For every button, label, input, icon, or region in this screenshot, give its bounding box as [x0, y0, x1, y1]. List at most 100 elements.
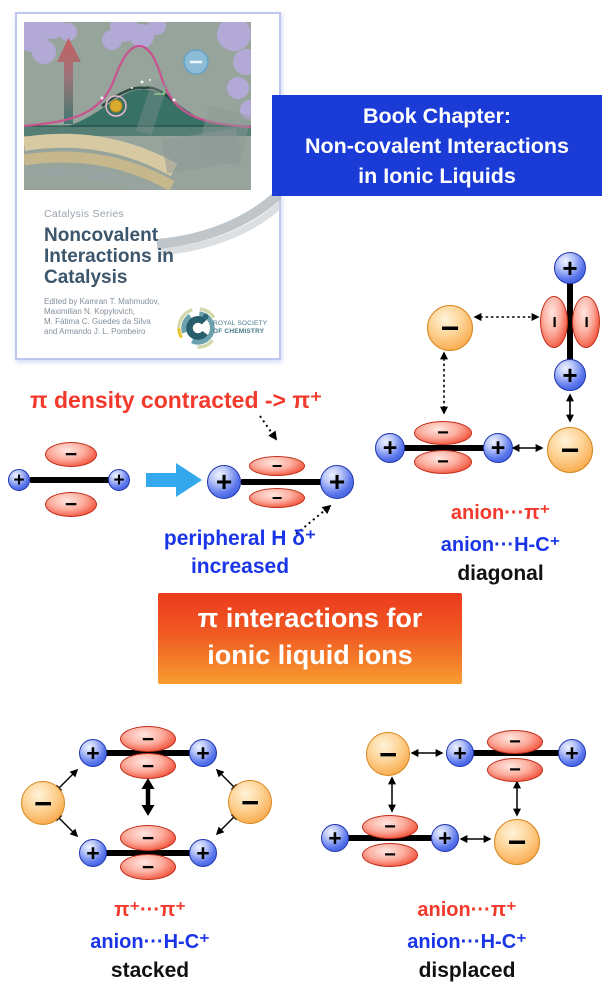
book-cover: Catalysis Series Noncovalent Interaction…: [15, 12, 281, 360]
plus-symbol: +: [438, 824, 452, 851]
pi-lobe: −: [362, 815, 418, 839]
cation-molecule-contracted: − − + +: [205, 448, 360, 520]
minus-symbol: −: [378, 736, 398, 772]
anion-sphere: −: [366, 732, 410, 776]
dotted-arrow-to-peripheral-h: [295, 504, 332, 535]
minus-symbol: −: [240, 784, 260, 820]
displaced-arrangement-diagram: − − − + + − − + + −: [312, 722, 607, 867]
rsc-text-line1: ROYAL SOCIETY: [213, 320, 268, 327]
diagonal-label-name: diagonal: [457, 562, 544, 585]
pi-lobe: −: [249, 456, 305, 476]
transform-arrow-icon: [146, 463, 202, 497]
plus-symbol: +: [565, 739, 579, 766]
cation-sphere: +: [8, 469, 30, 491]
pi-lobe: −: [249, 488, 305, 508]
minus-symbol: −: [384, 844, 396, 866]
cation-molecule-initial: − − + +: [5, 440, 145, 524]
minus-symbol: −: [141, 754, 155, 778]
stacked-arrangement-diagram: − − + + − − + + − −: [5, 718, 300, 883]
diagonal-label-anion-pi: anion···π⁺: [450, 502, 551, 524]
stacked-label-name: stacked: [110, 959, 190, 982]
minus-symbol: −: [560, 432, 580, 468]
displaced-label-anion-hc: anion···H-C⁺: [407, 931, 527, 953]
pi-lobe: −: [540, 296, 568, 348]
cation-sphere: +: [79, 739, 107, 767]
minus-symbol: −: [271, 488, 283, 508]
cation-sphere: +: [431, 824, 459, 852]
banner-blue-line2: Non-covalent Interactions: [304, 134, 569, 158]
diagonal-labels: anion···π⁺ anion···H-C⁺ diagonal: [398, 500, 603, 586]
minus-symbol: −: [575, 316, 597, 328]
plus-symbol: +: [562, 253, 578, 283]
sigma-bond-bar: [404, 445, 486, 451]
sigma-bond-bar: [105, 850, 191, 856]
plus-symbol: +: [196, 839, 210, 866]
anion-sphere: −: [228, 780, 272, 824]
displaced-label-name: displaced: [418, 959, 516, 982]
pi-lobe: −: [414, 421, 472, 445]
displaced-labels: anion···π⁺ anion···H-C⁺ displaced: [357, 897, 577, 983]
pi-lobe: −: [45, 492, 97, 517]
pi-lobe: −: [362, 843, 418, 867]
cation-sphere: +: [446, 739, 474, 767]
minus-symbol: −: [437, 422, 449, 444]
minus-symbol: −: [509, 759, 521, 781]
cation-sphere: +: [554, 252, 586, 284]
displaced-label-anion-pi: anion···π⁺: [417, 899, 517, 921]
cation-sphere: +: [108, 469, 130, 491]
cation-sphere: +: [321, 824, 349, 852]
plus-symbol: +: [328, 466, 346, 497]
pi-lobe: −: [120, 854, 176, 880]
cation-sphere: +: [189, 739, 217, 767]
rsc-text-line2: OF CHEMISTRY: [213, 328, 265, 335]
stacked-label-pi-pi: π⁺···π⁺: [114, 899, 186, 921]
dotted-arrow-to-pi-lobe: [259, 415, 278, 441]
peripheral-h-line2: increased: [190, 555, 290, 578]
minus-symbol: −: [509, 731, 521, 753]
cover-editors-line: Edited by Kamran T. Mahmudov,: [44, 297, 160, 306]
cover-editors-line: Maximilian N. Kopylovich,: [44, 307, 136, 316]
minus-symbol: −: [33, 785, 53, 821]
plus-symbol: +: [490, 433, 506, 462]
pi-lobe: −: [572, 296, 600, 348]
pi-lobe: −: [120, 825, 176, 851]
cation-sphere: +: [207, 465, 241, 499]
minus-symbol: −: [440, 310, 460, 346]
plus-symbol: +: [196, 739, 210, 766]
rsc-logo-icon: [177, 307, 219, 349]
minus-symbol: −: [507, 824, 527, 860]
anion-sphere: −: [547, 427, 593, 473]
banner-blue-line3: in Ionic Liquids: [358, 164, 516, 188]
banner-blue-line1: Book Chapter:: [362, 104, 512, 128]
cover-editors: Edited by Kamran T. Mahmudov, Maximilian…: [44, 297, 159, 337]
cover-swoosh-arc: [156, 190, 281, 256]
minus-symbol: −: [543, 316, 565, 328]
plus-symbol: +: [113, 469, 125, 491]
plus-symbol: +: [86, 839, 100, 866]
pi-interactions-banner: π interactions for ionic liquid ions: [158, 593, 462, 684]
peripheral-h-label: peripheral H δ⁺ increased: [140, 525, 340, 581]
pi-lobe: −: [45, 442, 97, 467]
stacked-label-anion-hc: anion···H-C⁺: [90, 931, 210, 953]
cation-sphere: +: [554, 359, 586, 391]
plus-symbol: +: [215, 466, 233, 497]
sigma-bond-bar: [567, 283, 573, 360]
rsc-logo-text: ROYAL SOCIETY OF CHEMISTRY: [213, 320, 267, 336]
minus-symbol: −: [141, 826, 155, 850]
cation-sphere: +: [375, 433, 405, 463]
banner-orange-line1: π interactions for: [197, 603, 423, 633]
minus-symbol: −: [384, 816, 396, 838]
cation-sphere: +: [483, 433, 513, 463]
peripheral-h-line1: peripheral H δ⁺: [163, 527, 317, 550]
pi-lobe: −: [487, 730, 543, 754]
plus-symbol: +: [382, 433, 398, 462]
book-chapter-banner: Book Chapter: Non-covalent Interactions …: [272, 95, 602, 196]
minus-symbol: −: [64, 443, 78, 466]
pi-lobe: −: [414, 450, 472, 474]
plus-symbol: +: [13, 469, 25, 491]
cover-editors-line: M. Fátima C. Guedes da Silva: [44, 317, 151, 326]
banner-orange-line2: ionic liquid ions: [207, 640, 413, 670]
minus-symbol: −: [141, 727, 155, 751]
cation-sphere: +: [189, 839, 217, 867]
